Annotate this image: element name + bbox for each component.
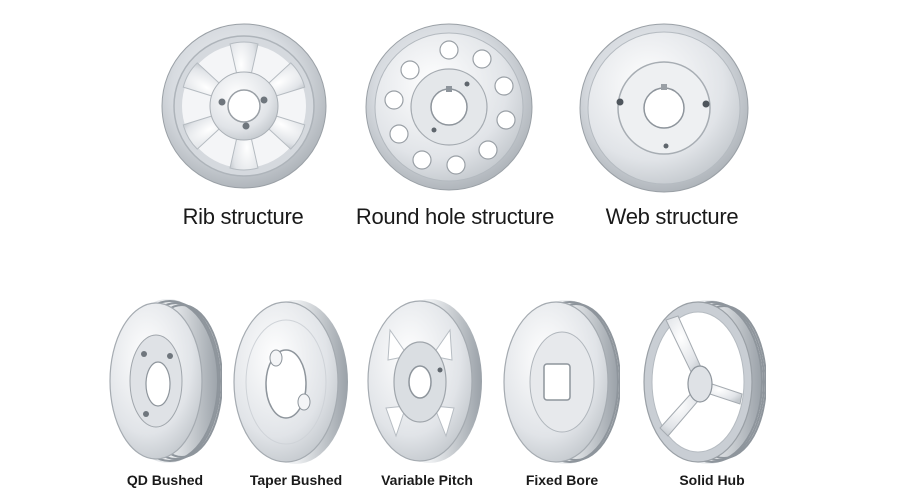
fixed-bore-pulley-icon	[503, 300, 620, 464]
top-label-rib: Rib structure	[182, 204, 304, 229]
bottom-label-variable: Variable Pitch	[381, 472, 473, 488]
top-label-round-hole: Round hole structure	[355, 204, 555, 229]
taper-bushed-pulley-icon	[233, 300, 348, 464]
variable-pitch-pulley-icon	[367, 299, 482, 463]
top-label-web: Web structure	[605, 204, 739, 229]
bottom-label-fixed: Fixed Bore	[525, 472, 599, 488]
solid-hub-pulley-icon	[643, 300, 766, 464]
qd-bushed-pulley-icon	[109, 299, 222, 463]
bottom-label-taper: Taper Bushed	[249, 472, 343, 488]
bottom-label-qd: QD Bushed	[126, 472, 204, 488]
bottom-label-solid: Solid Hub	[679, 472, 745, 488]
web-pulley-icon	[579, 23, 749, 193]
rib-pulley-icon	[161, 23, 327, 189]
round-hole-pulley-icon	[365, 23, 533, 191]
